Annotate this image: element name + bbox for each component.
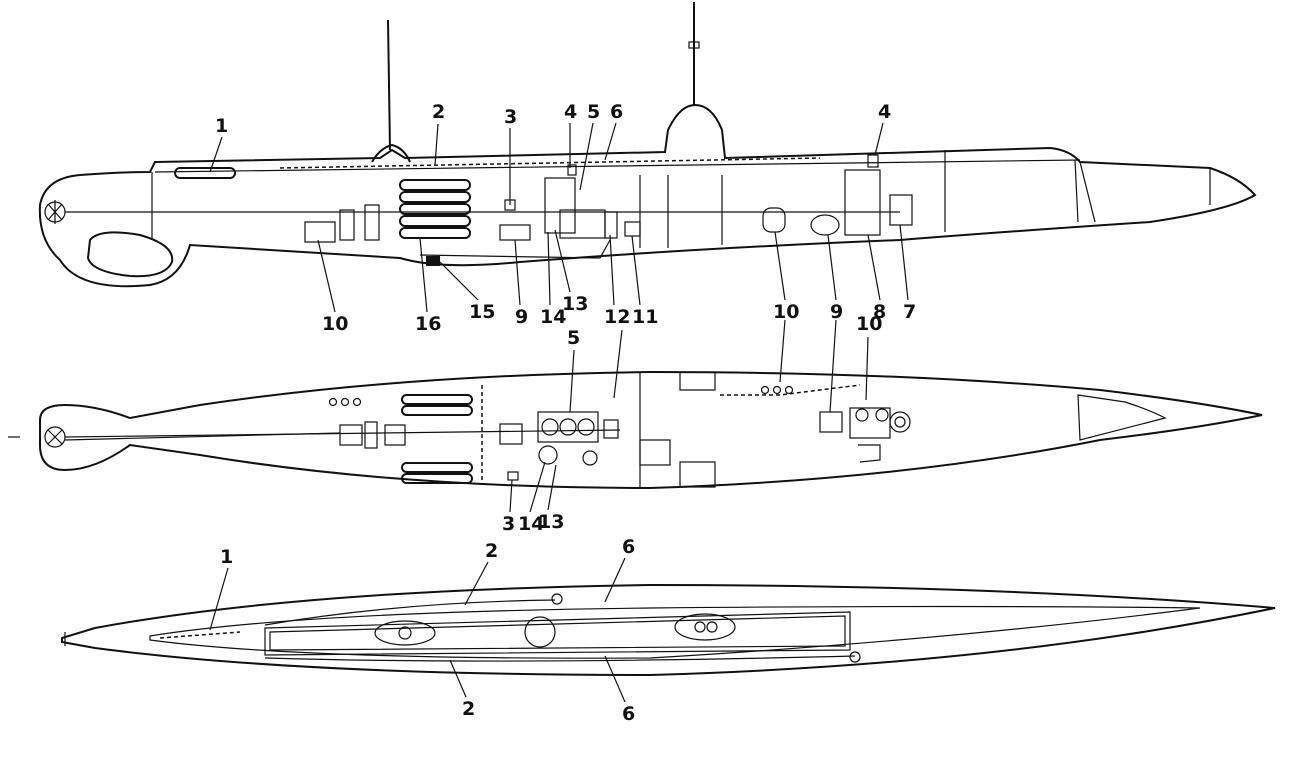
mast-aft (387, 19, 391, 151)
callout-9b: 9 (830, 301, 843, 323)
callout-10: 10 (322, 313, 348, 335)
stern-cutout (86, 231, 174, 278)
side-callouts: 1 2 3 4 5 6 4 10 16 15 9 14 13 12 11 10 … (209, 101, 916, 335)
motor-fwd (762, 207, 786, 233)
engine-block (537, 411, 599, 443)
plan-callout-10: 10 (856, 313, 882, 335)
deck-view (61, 583, 1276, 677)
deck-callout-1: 1 (220, 546, 233, 568)
deck-callouts: 1 2 6 2 6 (209, 536, 635, 725)
plan-view (8, 370, 1263, 490)
engine-9 (499, 224, 531, 241)
plan-callouts: 5 10 3 14 13 (502, 313, 882, 535)
plan-callout-3: 3 (502, 513, 515, 535)
motor-aft (304, 221, 336, 243)
deck-callout-2a: 2 (485, 540, 498, 562)
battery-stack (399, 179, 471, 239)
plan-callout-14: 14 (518, 513, 544, 535)
callout-3: 3 (504, 106, 517, 128)
callout-8: 8 (873, 301, 886, 323)
callout-10b: 10 (773, 301, 799, 323)
callout-2: 2 (432, 101, 445, 123)
side-view (38, 2, 1257, 288)
torpedo-tube (174, 167, 236, 179)
callout-7: 7 (903, 301, 916, 323)
engine-fwd (844, 169, 881, 236)
callout-16: 16 (415, 313, 441, 335)
deck-callout-2b: 2 (462, 698, 475, 720)
callout-4b: 4 (878, 101, 891, 123)
callout-5: 5 (587, 101, 600, 123)
callout-12: 12 (604, 306, 630, 328)
plan-callout-5: 5 (567, 327, 580, 349)
plan-hull (39, 370, 1263, 490)
callout-14: 14 (540, 306, 566, 328)
callout-1: 1 (215, 115, 228, 137)
plan-upper-callouts: 12 10 9 9 (0, 0, 26, 5)
callout-9: 9 (515, 306, 528, 328)
callout-13: 13 (562, 293, 588, 315)
callout-4: 4 (564, 101, 577, 123)
deck-callout-6a: 6 (622, 536, 635, 558)
deck-callout-6b: 6 (622, 703, 635, 725)
callout-6: 6 (610, 101, 623, 123)
side-hull (38, 103, 1257, 288)
callout-15: 15 (469, 301, 495, 323)
deck-hull (61, 583, 1276, 677)
callout-11: 11 (632, 306, 658, 328)
plan-callout-13: 13 (538, 511, 564, 533)
